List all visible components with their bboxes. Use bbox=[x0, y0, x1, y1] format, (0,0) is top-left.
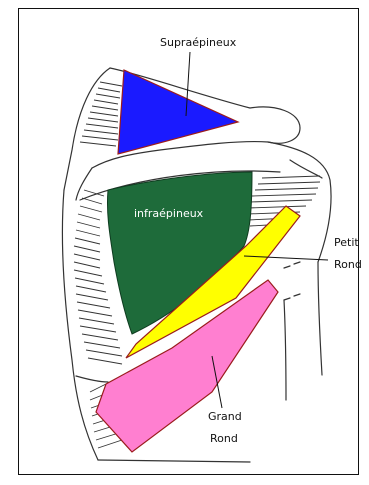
grand-rond-label-line1: Grand bbox=[208, 410, 242, 423]
petit-rond-label-line2: Rond bbox=[334, 258, 362, 271]
supraepineux-muscle bbox=[118, 70, 238, 154]
petit-rond-label-line1: Petit bbox=[334, 236, 359, 249]
supraepineux-label: Supraépineux bbox=[160, 36, 237, 49]
infraepineux-label: infraépineux bbox=[134, 207, 204, 220]
grand-rond-label-line2: Rond bbox=[210, 432, 238, 445]
hatching-supraspinatus bbox=[80, 82, 122, 146]
